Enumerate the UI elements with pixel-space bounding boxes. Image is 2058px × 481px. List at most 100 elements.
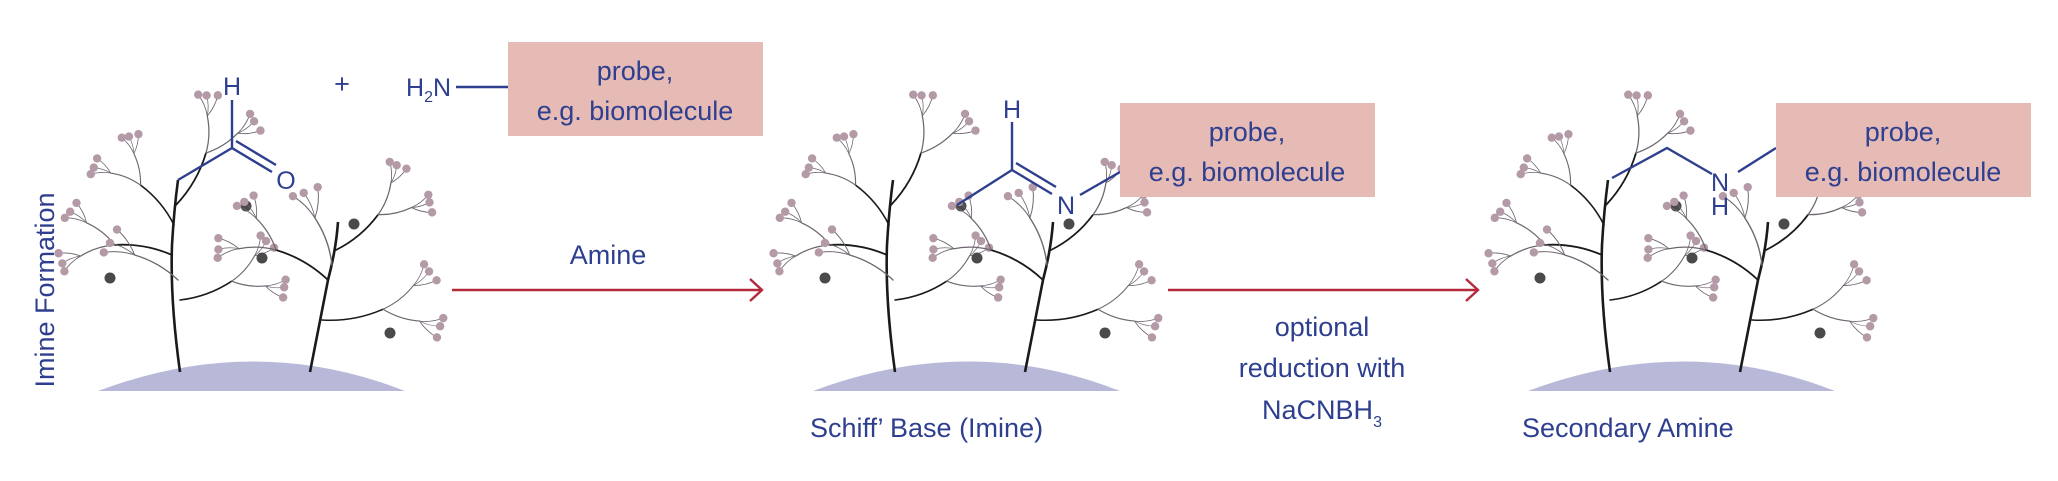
amine-n-atom: N [1711,169,1729,197]
surface-group-dot [117,133,126,142]
surface-group-dot [1554,132,1564,141]
surface-group-dot [827,225,837,234]
dendrimer-branch [1029,186,1034,219]
surface-group-dot [1855,198,1864,207]
probe-label-line2: e.g. biomolecule [1805,157,2002,187]
surface-group-dot [1708,293,1718,302]
surface-group-dot [1519,163,1529,172]
dendrimer-branch [275,249,329,281]
dendrimer-branch [854,184,890,226]
dendrimer-branch [831,229,851,256]
dendrimer-branch [990,249,1044,281]
surface-group-dot [775,213,785,223]
dendrimer-trunk [170,179,182,373]
terminal-group-dot [348,218,360,230]
surface-group-dot [1140,198,1149,207]
reduction-label-line2: reduction with [1239,353,1406,383]
dendrimer-branch [828,243,888,256]
surface-group-dot [213,253,222,262]
reaction-arrow-reduction [1168,278,1480,302]
terminal-group-dot [1099,327,1111,339]
dendrimer-branch [818,251,851,256]
surface-group-dot [232,201,242,211]
surface-group-dot [1865,322,1875,331]
surface-group-dot [1542,225,1552,234]
surface-substrate [1528,361,1835,391]
dendrimer-trunk [885,179,897,373]
terminal-group-dot [104,272,116,284]
surface-group-dot [213,91,223,100]
surface-group-dot [313,182,322,192]
surface-group-dot [996,275,1005,284]
surface-group-dot [1147,333,1157,342]
surface-group-dot [1709,283,1719,292]
amine-caption: Secondary Amine [1522,413,1734,443]
dendrimer-3 [1484,90,1878,391]
dendrimer-branch [1540,172,1572,186]
surface-group-dot [832,133,841,142]
surface-group-dot [432,333,442,342]
surface-group-dot [261,236,271,246]
surface-group-dot [1643,253,1652,262]
surface-group-dot [72,198,81,208]
surface-group-dot [909,90,918,99]
amine-product-bond [1611,146,1713,180]
amine-nh-atom: H [1711,193,1729,221]
dendrimer-branch [133,254,179,281]
surface-group-dot [814,248,824,257]
surface-group-dot [1134,260,1144,269]
dendrimer-branch [314,186,319,219]
dendrimer-trunk [1600,179,1612,373]
imine-caption: Schiff’ Base (Imine) [810,413,1043,443]
surface-group-dot [60,267,69,276]
reaction-arrow-amine [452,278,764,302]
surface-group-dot [1644,233,1653,243]
surface-group-dot [1862,333,1872,342]
surface-group-dot [1686,231,1695,240]
dendrimer-branch [175,152,207,206]
imine-n-atom: N [1057,192,1075,220]
surface-group-dot [424,267,434,276]
surface-substrate [813,361,1120,391]
surface-group-dot [1686,126,1695,135]
surface-group-dot [214,233,223,243]
surface-group-dot [202,91,211,100]
imine-double-bond [1011,161,1057,196]
aldehyde-double-bond [231,139,277,174]
surface-group-dot [92,154,102,163]
surface-group-dot [392,160,401,170]
surface-group-dot [194,90,203,99]
surface-group-dot [1490,267,1499,276]
surface-group-dot [1691,236,1701,246]
surface-group-dot [1100,157,1109,167]
surface-group-dot [1150,322,1160,331]
dendrimer-branch [335,213,380,251]
surface-group-dot [134,129,143,139]
surface-group-dot [928,91,938,100]
surface-group-dot [105,238,115,248]
surface-group-dot [1154,313,1163,323]
surface-group-dot [432,276,441,285]
dendrimer-branch [314,217,333,266]
surface-group-dot [256,231,265,240]
surface-group-dot [299,188,308,198]
dendrimer-branch [1097,285,1129,310]
surface-group-dot [1644,245,1653,254]
reducing-agent-label: NaCNBH3 [1262,395,1382,431]
dendrimer-branch [1533,251,1566,256]
surface-group-dot [385,157,394,167]
surface-group-dot [1516,170,1525,179]
surface-group-dot [1014,188,1023,198]
terminal-group-dot [256,252,268,264]
dendrimer-branch [1751,308,1814,322]
dendrimer-branch [1543,243,1603,256]
aldehyde-o-atom: O [276,167,295,195]
probe-label-line1: probe, [597,56,674,86]
surface-group-dot [780,207,790,216]
surface-group-dot [929,233,938,243]
surface-group-dot [947,201,957,211]
surface-group-dot [435,322,445,331]
dendrimer-branch [377,182,392,216]
dendrimer-branch [238,246,277,251]
